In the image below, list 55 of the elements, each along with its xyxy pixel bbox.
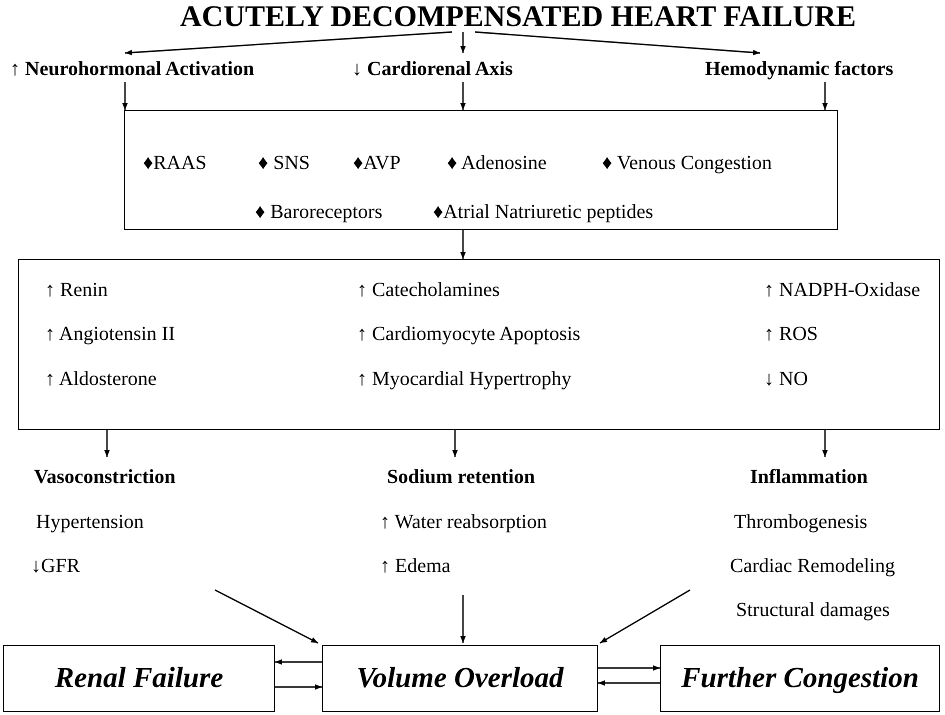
list-item: ↑ Catecholamines bbox=[357, 279, 500, 301]
arrow bbox=[452, 430, 458, 457]
list-item: ↑ Renin bbox=[45, 279, 108, 301]
list-item: ♦ Baroreceptors bbox=[255, 201, 382, 223]
heading-text: ↓ Cardiorenal Axis bbox=[352, 58, 513, 80]
box-title: Volume Overload bbox=[356, 662, 564, 694]
process-box bbox=[18, 259, 940, 430]
heading-text: ACUTELY DECOMPENSATED HEART FAILURE bbox=[180, 0, 856, 32]
list-item: Cardiac Remodeling bbox=[730, 555, 895, 577]
arrow bbox=[460, 32, 466, 53]
box-title: Renal Failure bbox=[54, 662, 224, 694]
arrow bbox=[460, 230, 466, 259]
list-item: ♦ Venous Congestion bbox=[602, 152, 772, 174]
arrow bbox=[598, 665, 660, 671]
process-box bbox=[124, 110, 838, 230]
process-box bbox=[3, 645, 275, 712]
list-item: ↓GFR bbox=[31, 555, 80, 577]
group-heading: Inflammation bbox=[750, 466, 868, 488]
process-box bbox=[322, 645, 598, 712]
list-item: ♦ SNS bbox=[258, 152, 310, 174]
arrow bbox=[275, 659, 322, 665]
list-item: ↓ NO bbox=[764, 368, 808, 390]
list-item: ↑ Cardiomyocyte Apoptosis bbox=[357, 323, 580, 345]
arrow bbox=[460, 595, 466, 643]
arrow bbox=[600, 589, 690, 644]
list-item: ↑ NADPH-Oxidase bbox=[764, 279, 920, 301]
list-item: ↑ Water reabsorption bbox=[380, 511, 547, 533]
list-item: ♦ Adenosine bbox=[447, 152, 547, 174]
heading-text: ↑ Neurohormonal Activation bbox=[10, 58, 254, 80]
box-title: Further Congestion bbox=[681, 662, 919, 694]
arrow bbox=[124, 31, 452, 56]
group-heading: Vasoconstriction bbox=[34, 466, 176, 488]
list-item: ↑ Myocardial Hypertrophy bbox=[357, 368, 572, 390]
list-item: Hypertension bbox=[36, 511, 144, 533]
heading-text: Hemodynamic factors bbox=[705, 58, 894, 80]
arrow bbox=[460, 82, 466, 110]
list-item: ♦AVP bbox=[353, 152, 401, 174]
list-item: ↑ Edema bbox=[380, 555, 451, 577]
list-item: Structural damages bbox=[736, 599, 890, 621]
process-box bbox=[660, 645, 940, 712]
list-item: ↑ ROS bbox=[764, 323, 818, 345]
arrow bbox=[474, 31, 760, 56]
arrow bbox=[275, 684, 322, 690]
list-item: ↑ Angiotensin II bbox=[45, 323, 175, 345]
list-item: ♦RAAS bbox=[143, 152, 207, 174]
arrow bbox=[122, 82, 128, 110]
list-item: ♦Atrial Natriuretic peptides bbox=[433, 201, 654, 223]
arrow bbox=[822, 430, 828, 457]
arrow bbox=[104, 430, 110, 457]
arrow bbox=[598, 680, 660, 686]
list-item: Thrombogenesis bbox=[734, 511, 868, 533]
arrow bbox=[214, 589, 318, 644]
group-heading: Sodium retention bbox=[387, 466, 535, 488]
arrow bbox=[822, 82, 828, 110]
list-item: ↑ Aldosterone bbox=[45, 368, 157, 390]
